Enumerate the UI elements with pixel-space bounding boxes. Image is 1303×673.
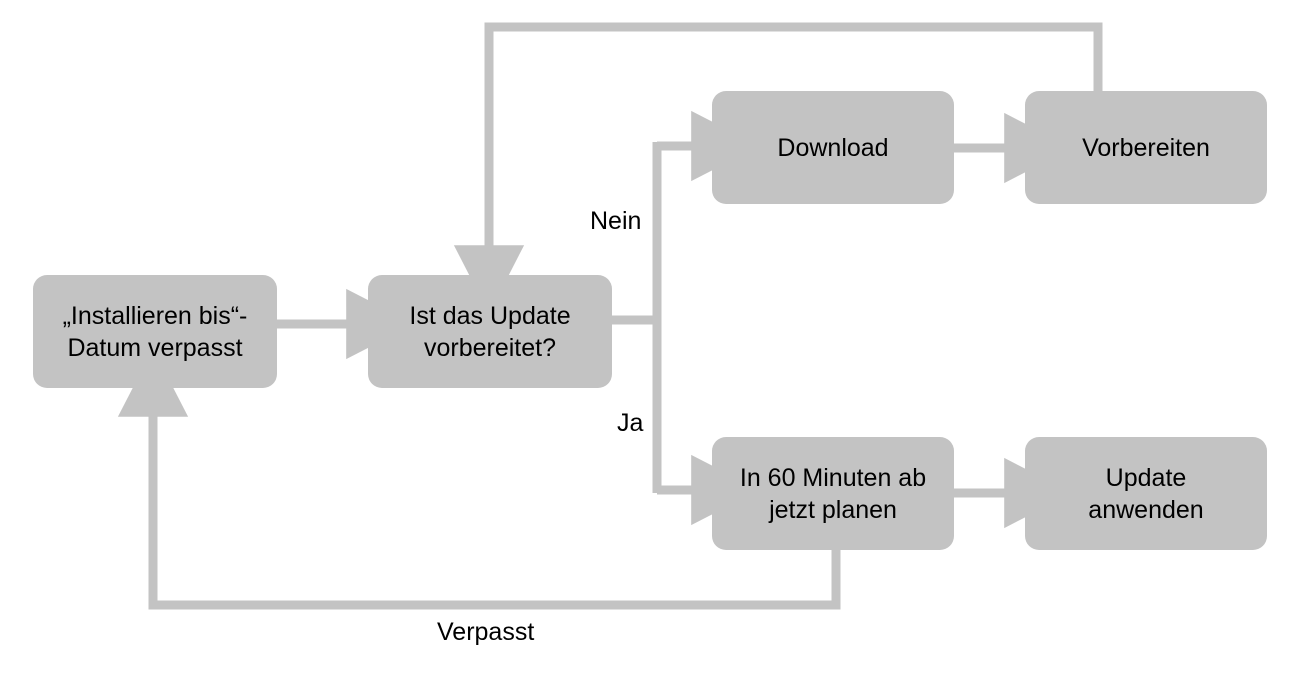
edge-label-ja: Ja — [617, 409, 644, 437]
node-deadline-missed[interactable]: „Installieren bis“- Datum verpasst — [33, 275, 277, 388]
node-schedule-60-min[interactable]: In 60 Minuten ab jetzt planen — [712, 437, 954, 550]
edge-label-verpasst: Verpasst — [437, 618, 535, 646]
node-update-prepared-decision[interactable]: Ist das Update vorbereitet? — [368, 275, 612, 388]
node-download[interactable]: Download — [712, 91, 954, 204]
node-apply-update[interactable]: Update anwenden — [1025, 437, 1267, 550]
node-prepare[interactable]: Vorbereiten — [1025, 91, 1267, 204]
edge-label-nein: Nein — [590, 207, 642, 235]
